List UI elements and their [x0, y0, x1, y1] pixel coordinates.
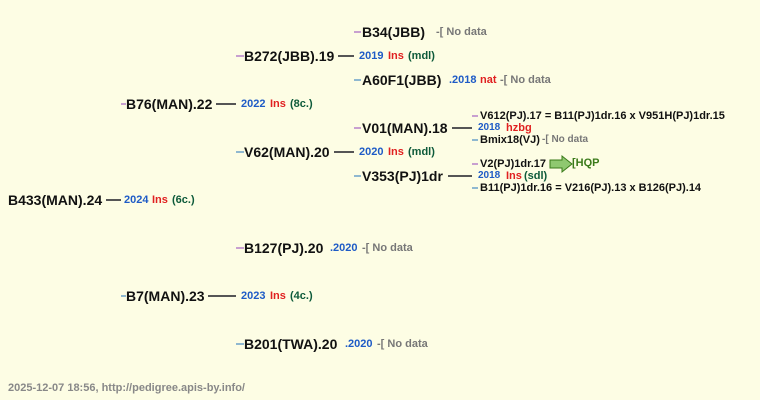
great-grandparent-node-4[interactable]: V353(PJ)1dr [362, 168, 443, 184]
grandparent-node-3[interactable]: B127(PJ).20 [244, 240, 324, 256]
parent-node-sire[interactable]: B7(MAN).23 [126, 288, 205, 304]
v353-year: 2018 [478, 170, 501, 181]
root-note: (6c.) [172, 194, 195, 206]
v353-ins: Ins [506, 170, 522, 182]
grandparent-node-1[interactable]: B272(JBB).19 [244, 48, 335, 64]
g3-nodata: -[ No data [362, 242, 413, 254]
dam-year: 2022 [241, 98, 266, 110]
g2-ins: Ins [388, 146, 404, 158]
gg2-nodata: -[ No data [500, 74, 551, 86]
parent-node-dam[interactable]: B76(MAN).22 [126, 96, 213, 112]
grandparent-node-2[interactable]: V62(MAN).20 [244, 144, 330, 160]
great-grandparent-node-2[interactable]: A60F1(JBB) [362, 72, 442, 88]
v01-dam-line[interactable]: V612(PJ).17 = B11(PJ)1dr.16 x V951H(PJ)1… [480, 110, 725, 122]
great-grandparent-node-3[interactable]: V01(MAN).18 [362, 120, 448, 136]
root-ins: Ins [152, 194, 168, 206]
v353-hqp-link[interactable]: [HQP [572, 157, 600, 169]
g1-note: (mdl) [408, 50, 435, 62]
g2-note: (mdl) [408, 146, 435, 158]
v01-nodata: -[ No data [542, 134, 589, 145]
g3-year: .2020 [330, 242, 358, 254]
v01-year: 2018 [478, 122, 501, 133]
sire-year: 2023 [241, 290, 266, 302]
g1-year: 2019 [359, 50, 384, 62]
root-year: 2024 [124, 194, 149, 206]
v353-dam-line[interactable]: V2(PJ)1dr.17 [480, 158, 547, 170]
g4-year: .2020 [345, 338, 373, 350]
grandparent-node-4[interactable]: B201(TWA).20 [244, 336, 338, 352]
hqp-arrow-icon [549, 154, 573, 174]
g1-ins: Ins [388, 50, 404, 62]
gg1-nodata: -[ No data [436, 26, 487, 38]
dam-ins: Ins [270, 98, 286, 110]
v01-sire-line[interactable]: Bmix18(VJ) [480, 134, 540, 146]
gg2-year: .2018 [449, 74, 477, 86]
sire-ins: Ins [270, 290, 286, 302]
gg2-nat: nat [480, 74, 497, 86]
dam-note: (8c.) [290, 98, 313, 110]
sire-note: (4c.) [290, 290, 313, 302]
v353-note: (sdl) [524, 170, 548, 182]
g2-year: 2020 [359, 146, 384, 158]
v353-sire-line[interactable]: B11(PJ)1dr.16 = V216(PJ).13 x B126(PJ).1… [480, 182, 702, 194]
v01-tag: hzbg [506, 122, 532, 134]
footer-timestamp-url[interactable]: 2025-12-07 18:56, http://pedigree.apis-b… [8, 382, 245, 394]
g4-nodata: -[ No data [377, 338, 428, 350]
root-node[interactable]: B433(MAN).24 [8, 192, 103, 208]
great-grandparent-node-1[interactable]: B34(JBB) [362, 24, 426, 40]
